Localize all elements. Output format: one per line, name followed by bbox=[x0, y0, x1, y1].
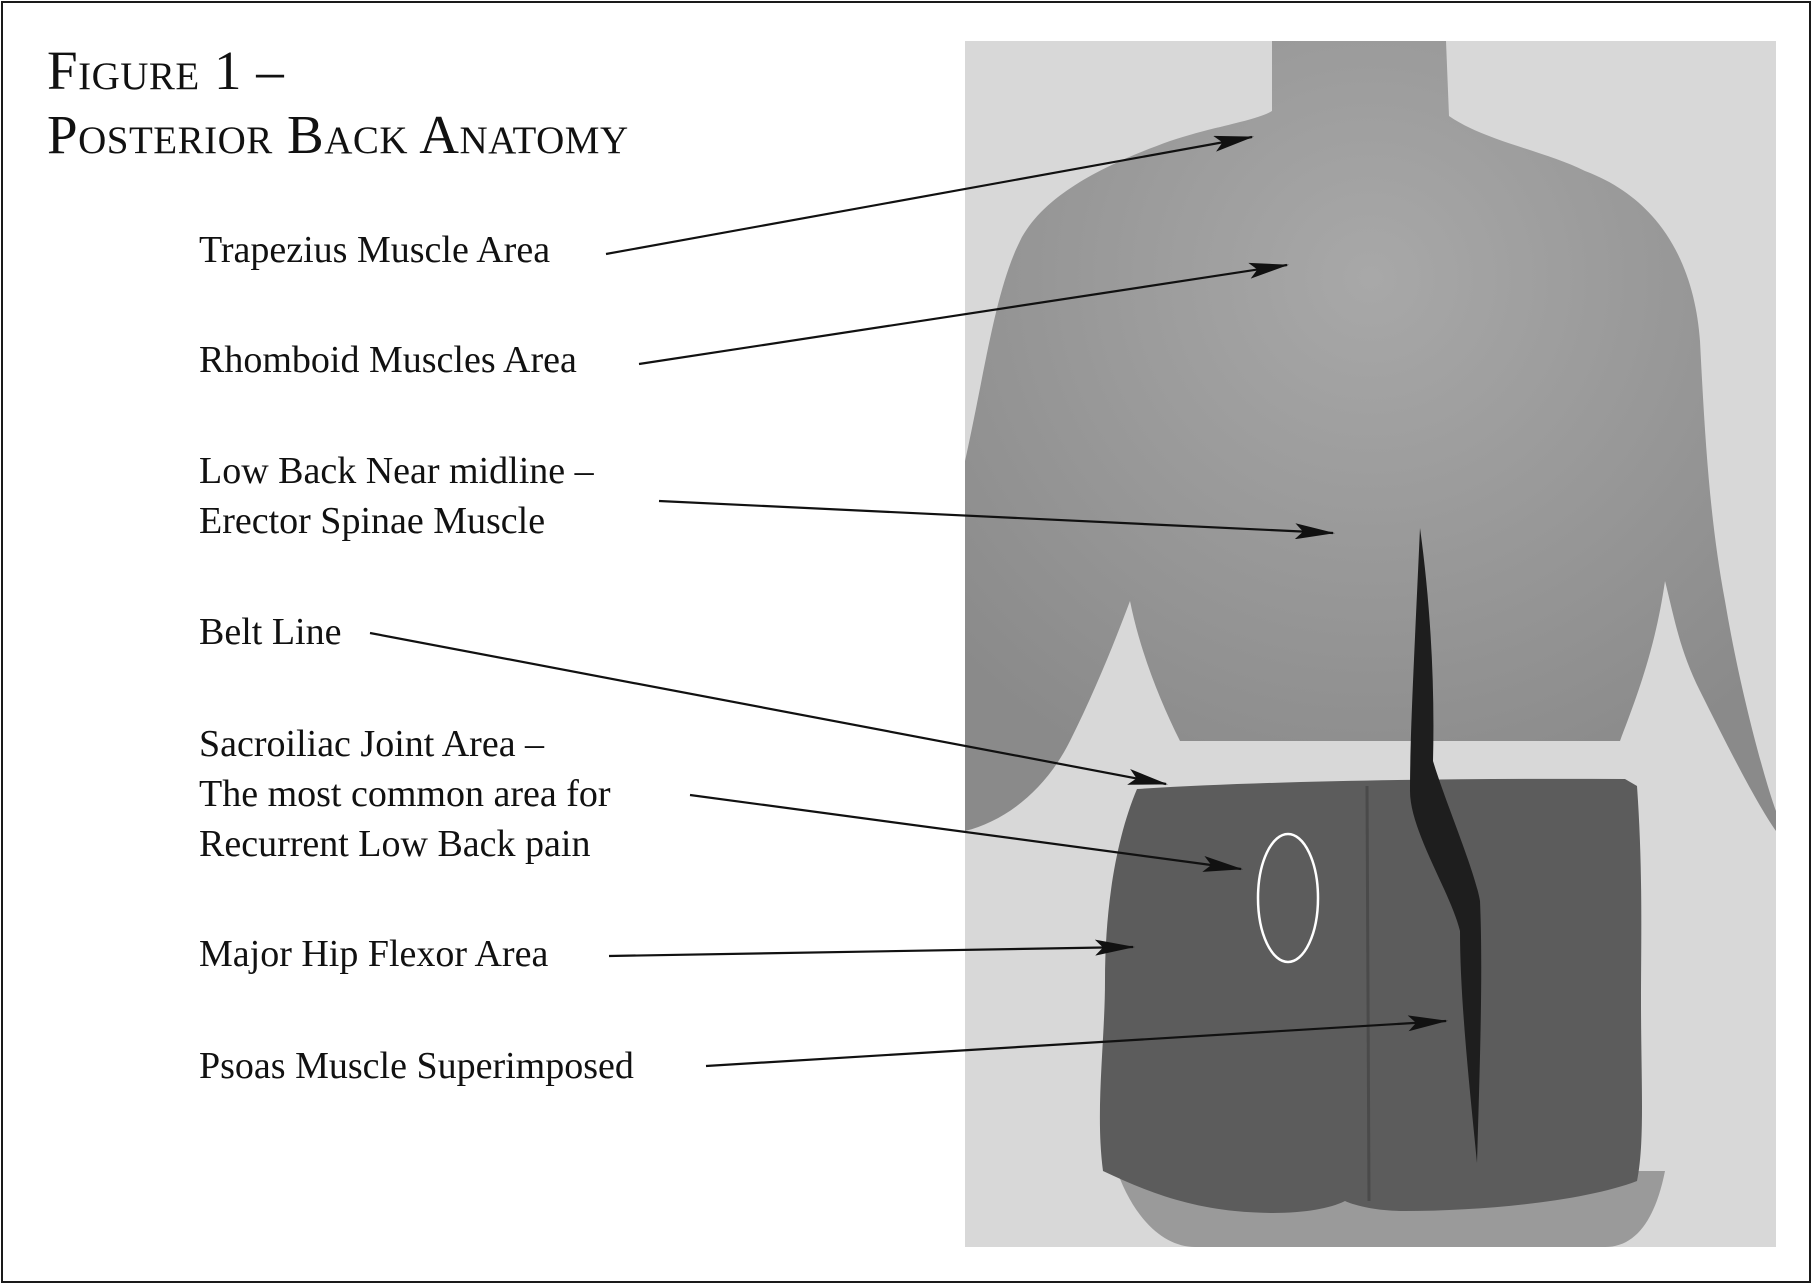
arrow-sacroiliac bbox=[689, 793, 1243, 872]
torso-silhouette bbox=[965, 41, 1776, 831]
arrow-trapezius bbox=[605, 135, 1254, 256]
back-photo bbox=[965, 41, 1776, 1247]
shorts-center-seam bbox=[1365, 785, 1371, 1202]
arrow-low-back bbox=[658, 499, 1335, 540]
psoas-muscle-shape bbox=[1410, 528, 1482, 1163]
label-low-back: Low Back Near midline – Erector Spinae M… bbox=[199, 446, 594, 546]
arrow-belt-line bbox=[369, 631, 1168, 786]
label-low-back-line-1: Low Back Near midline – bbox=[199, 450, 594, 492]
label-belt-line: Belt Line bbox=[199, 611, 342, 653]
figure-title-line-1: Figure 1 – bbox=[47, 40, 285, 101]
shorts bbox=[1099, 778, 1642, 1213]
label-trapezius: Trapezius Muscle Area bbox=[199, 229, 551, 271]
figure-title: Figure 1 – Posterior Back Anatomy bbox=[47, 39, 629, 167]
arrow-psoas bbox=[705, 1015, 1448, 1068]
label-sacroiliac: Sacroiliac Joint Area – The most common … bbox=[199, 719, 611, 869]
arrow-rhomboid bbox=[638, 262, 1289, 366]
label-psoas: Psoas Muscle Superimposed bbox=[199, 1045, 634, 1087]
arrow-hip-flexor bbox=[608, 939, 1135, 958]
sacroiliac-joint-marker bbox=[1256, 832, 1320, 964]
arrow-overlay bbox=[369, 135, 1448, 1068]
label-sacroiliac-line-1: Sacroiliac Joint Area – bbox=[199, 723, 545, 765]
label-sacroiliac-line-2: The most common area for bbox=[199, 773, 611, 815]
label-low-back-line-2: Erector Spinae Muscle bbox=[199, 500, 546, 542]
figure-title-line-2: Posterior Back Anatomy bbox=[47, 104, 629, 165]
label-rhomboid: Rhomboid Muscles Area bbox=[199, 339, 577, 381]
label-sacroiliac-line-3: Recurrent Low Back pain bbox=[199, 823, 591, 865]
label-hip-flexor: Major Hip Flexor Area bbox=[199, 933, 549, 975]
